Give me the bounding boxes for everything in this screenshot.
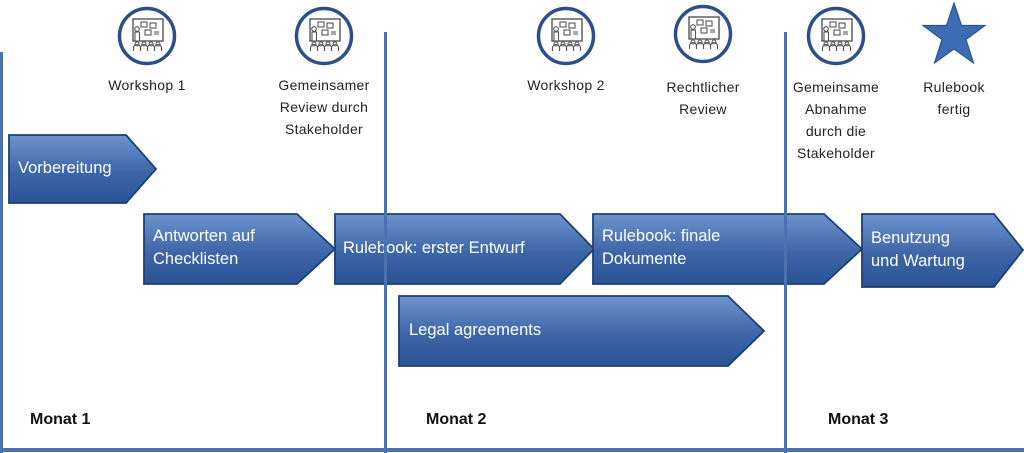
star-icon <box>921 2 987 65</box>
milestone-label: Gemeinsamer Review durch Stakeholder <box>278 77 370 137</box>
phase-benutzung-wartung: Benutzung und Wartung <box>861 213 1024 288</box>
workshop-presentation-icon <box>117 6 177 66</box>
phase-label: Legal agreements <box>409 321 542 339</box>
phase-label: Antworten auf Checklisten <box>153 227 255 268</box>
phase-antworten-checklisten: Antworten auf Checklisten <box>143 213 337 285</box>
timeline-axis <box>0 448 1024 452</box>
phase-legal-agreements: Legal agreements <box>398 295 766 367</box>
phase-label: Rulebook: finale Dokumente <box>602 227 721 268</box>
phase-label: Vorbereitung <box>18 159 112 177</box>
month-label-2: Monat 2 <box>426 411 487 428</box>
phase-rulebook-finale-dokumente: Rulebook: finale Dokumente <box>592 213 864 285</box>
phase-label: Rulebook: erster Entwurf <box>343 239 525 257</box>
milestone-label: Rechtlicher Review <box>666 79 740 117</box>
milestone-label: Gemeinsame Abnahme durch die Stakeholder <box>792 79 880 161</box>
phase-rulebook-erster-entwurf: Rulebook: erster Entwurf <box>334 213 596 285</box>
month-divider-2-3-overlay <box>784 205 787 375</box>
phase-label: Benutzung und Wartung <box>871 229 965 270</box>
workshop-presentation-icon <box>673 4 733 64</box>
workshop-presentation-icon <box>806 6 866 66</box>
milestone-label: Workshop 1 <box>108 77 186 93</box>
month-divider-1-2-overlay <box>384 205 387 375</box>
milestone-label: Workshop 2 <box>527 77 605 93</box>
workshop-presentation-icon <box>536 6 596 66</box>
month-divider-start <box>0 52 3 453</box>
month-label-3: Monat 3 <box>828 411 889 428</box>
workshop-presentation-icon <box>294 6 354 66</box>
milestone-label: Rulebook fertig <box>923 79 985 117</box>
month-label-1: Monat 1 <box>30 411 91 428</box>
phase-vorbereitung: Vorbereitung <box>8 134 158 204</box>
